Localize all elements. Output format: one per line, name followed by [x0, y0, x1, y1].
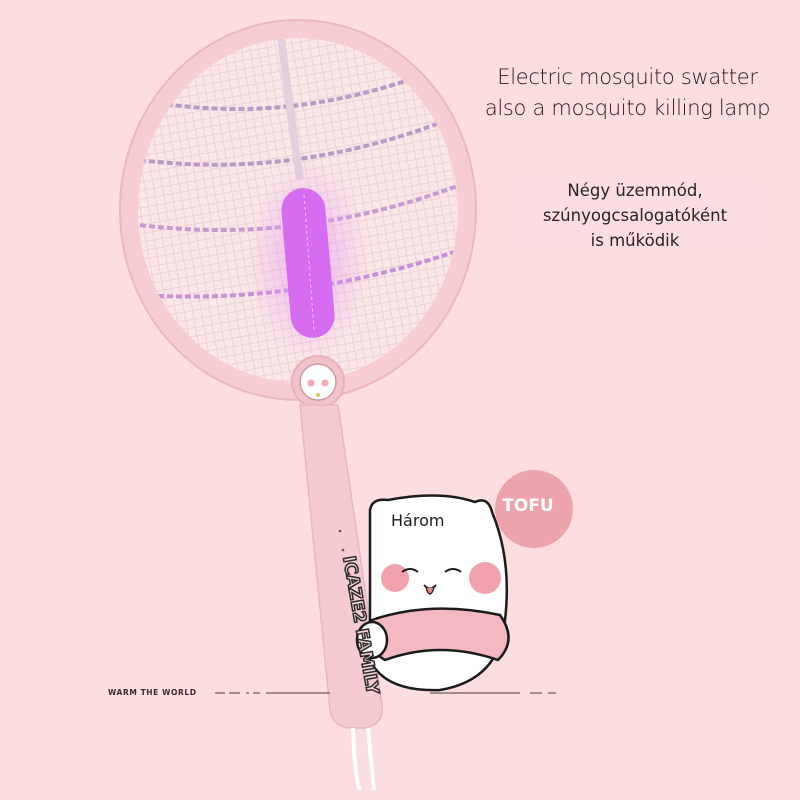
- racket-head: [119, 19, 477, 401]
- feature-line-3: is működik: [590, 231, 680, 250]
- headline-line-2: also a mosquito killing lamp: [484, 96, 771, 120]
- mascot-label: Három: [391, 511, 445, 530]
- feature-line-1: Négy üzemmód,: [567, 181, 703, 200]
- headline-line-1: Electric mosquito swatter: [497, 65, 758, 89]
- headline: Electric mosquito swatter also a mosquit…: [455, 62, 800, 124]
- tofu-badge: TOFU: [495, 470, 573, 548]
- feature-line-2: szúnyogcsalogatóként: [542, 206, 728, 225]
- tofu-mascot: [355, 494, 510, 692]
- footer-tagline: WARM THE WORLD: [108, 688, 197, 697]
- tofu-badge-label: TOFU: [502, 496, 554, 516]
- feature-description: Négy üzemmód, szúnyogcsalogatóként is mű…: [505, 178, 765, 253]
- racket-hub: [291, 355, 345, 409]
